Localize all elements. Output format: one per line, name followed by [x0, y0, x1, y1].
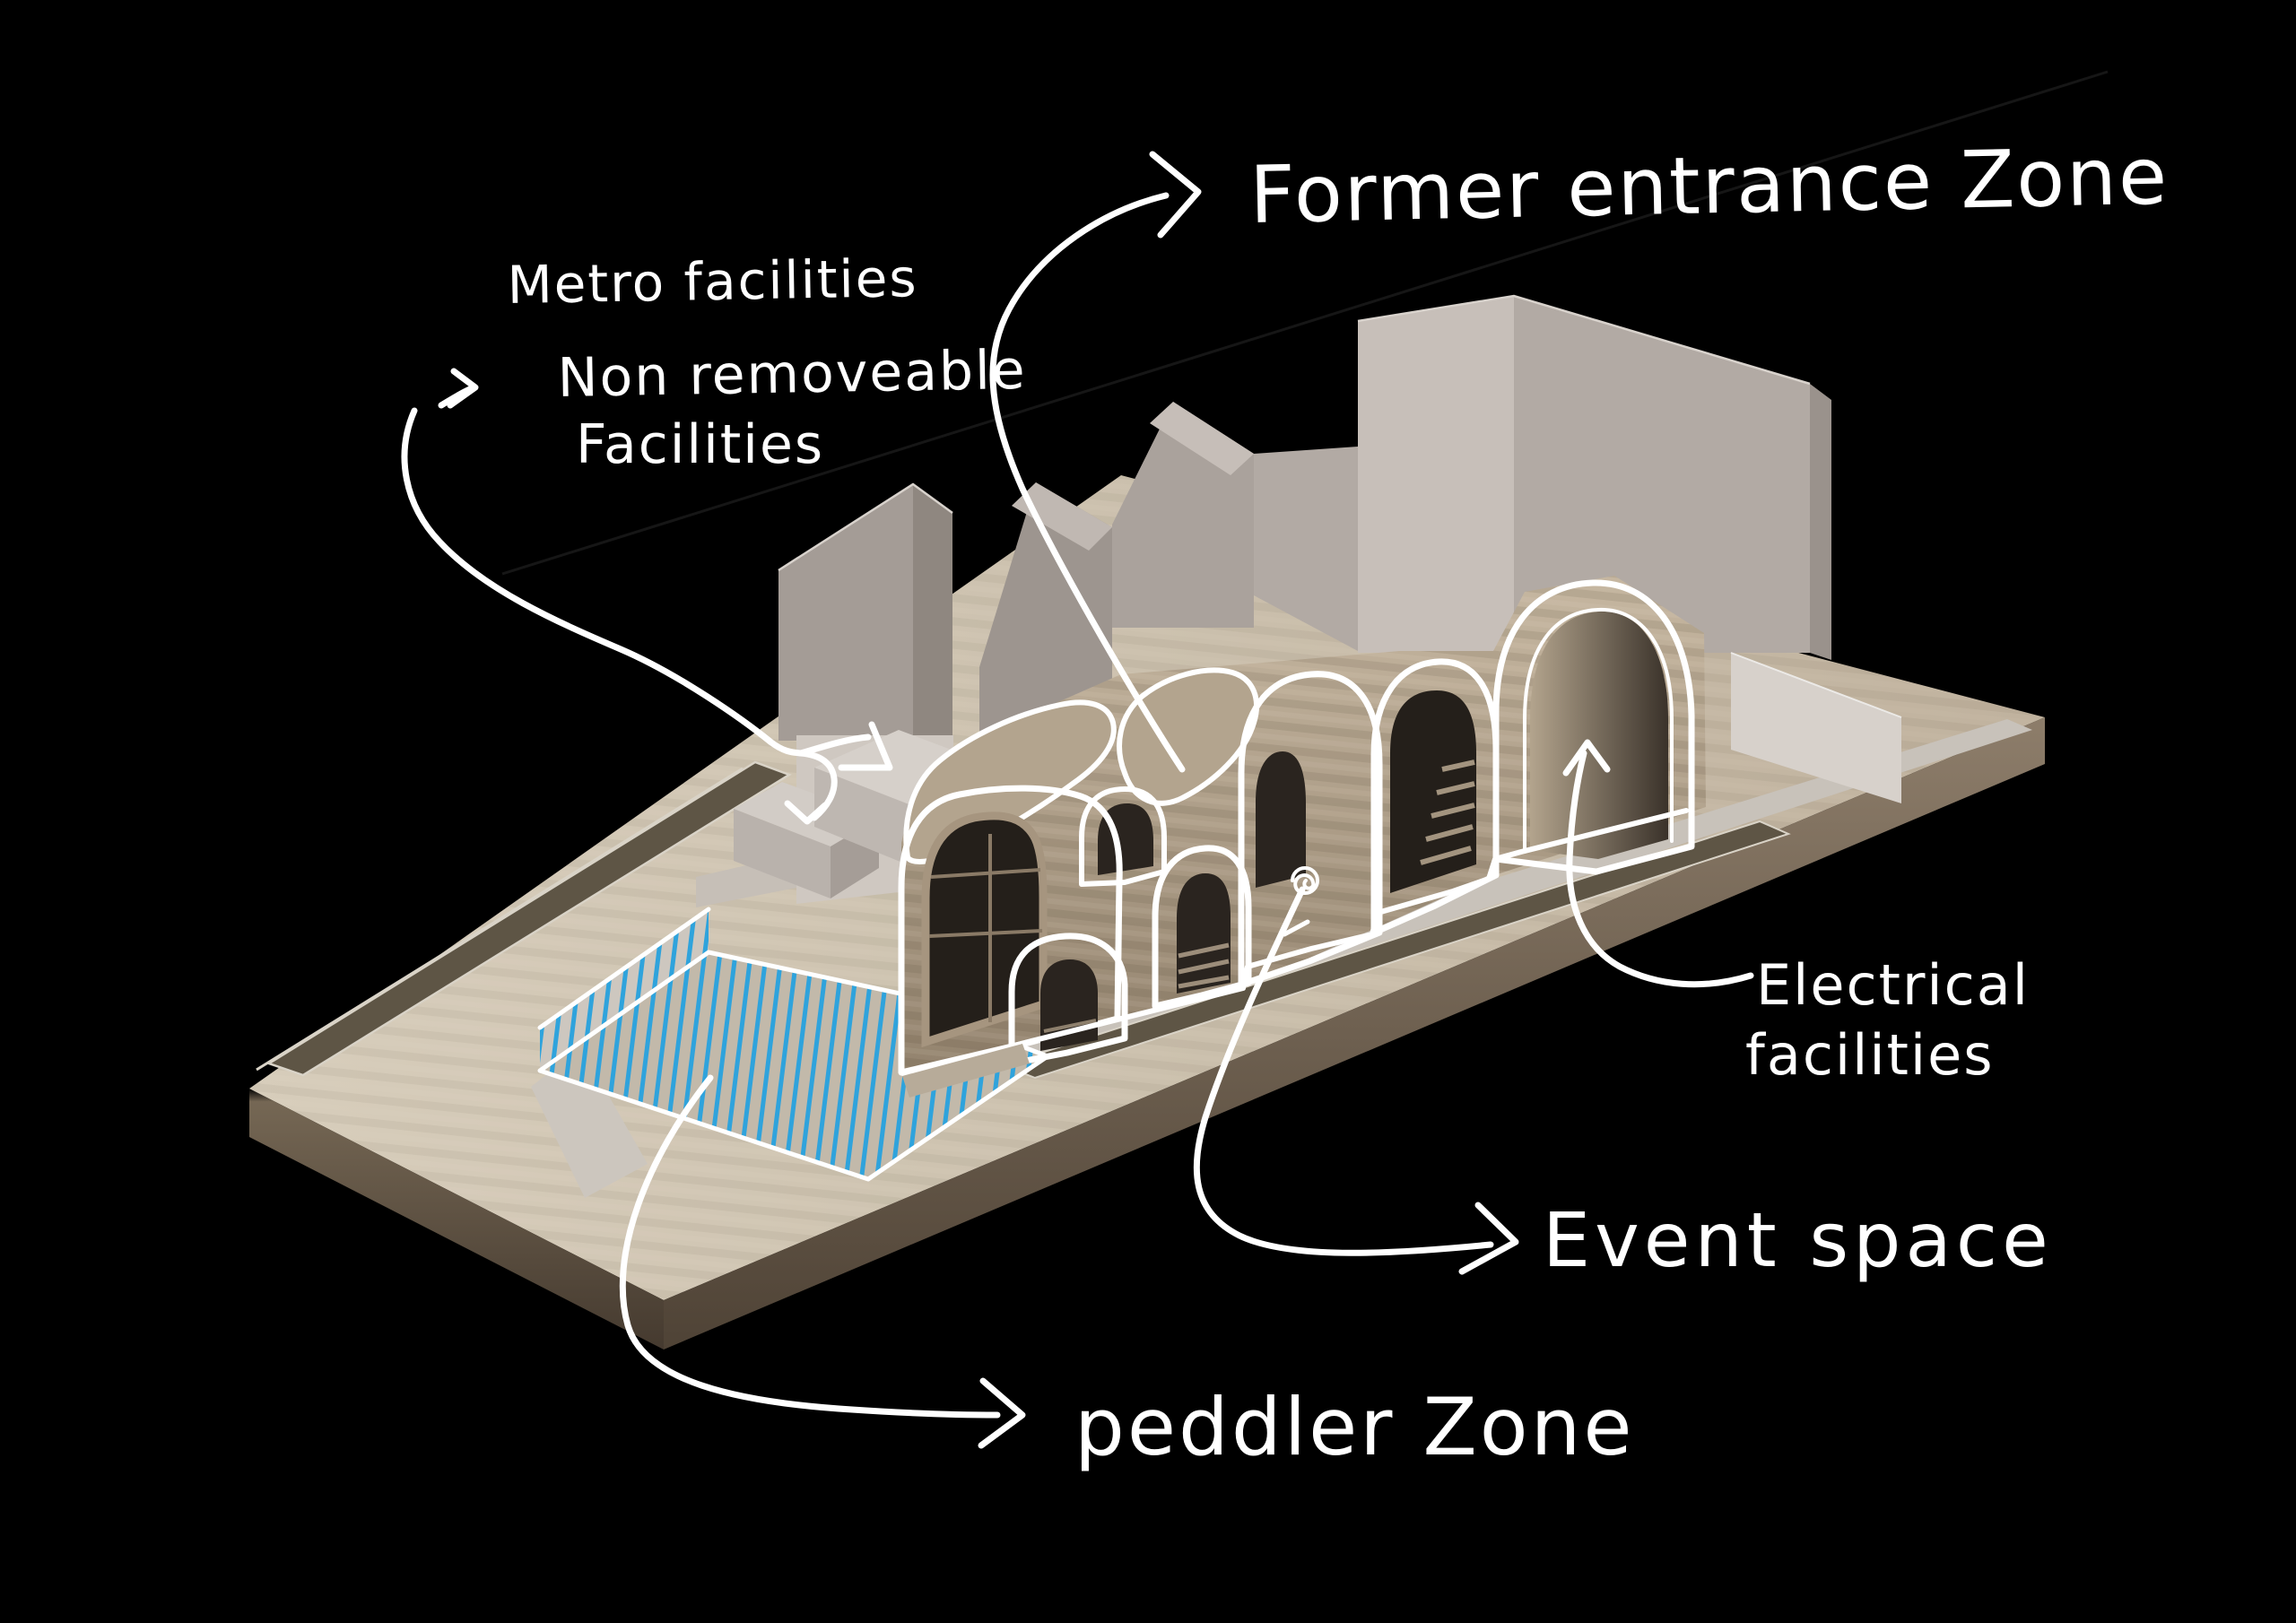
horizon-line [501, 70, 2109, 576]
label-former-entrance-zone: Former entrance Zone [1248, 130, 2170, 241]
label-peddler-zone: peddler Zone [1074, 1381, 1635, 1473]
blue-step-edge [537, 907, 711, 1030]
electrical-line2: facilities [1745, 1022, 1995, 1088]
track-strips [256, 760, 792, 1077]
massing-left-front [778, 484, 913, 741]
big-block-ridge [1357, 294, 1811, 386]
rail-line [256, 767, 744, 1072]
arrow-electrical [1562, 739, 1754, 988]
metro-line1: Metro facilities [507, 247, 918, 316]
arrow-metro-leader [401, 407, 893, 825]
vault-stairs [1370, 658, 1500, 936]
massing-left-side [913, 484, 952, 741]
metro-line3: Facilities [576, 413, 824, 476]
vault-electrical-interior [1530, 611, 1668, 859]
window-glass [921, 812, 1048, 1048]
vault-small-centre [1152, 845, 1252, 1010]
massing-roof-plane [1254, 447, 1358, 651]
vault-electrical-inner-outline [1523, 607, 1674, 854]
massing-left-topline [778, 482, 953, 572]
ramp-wedge [531, 1047, 648, 1198]
label-event-space: Event space [1543, 1196, 2053, 1284]
staircase [1420, 759, 1475, 865]
vault-middle [1238, 671, 1383, 988]
building-base-sketchline [901, 808, 1689, 1077]
massing-mid1-top [1012, 482, 1112, 551]
big-block-right-face [1514, 296, 1810, 653]
arrow-peddler-zone [619, 1074, 1026, 1449]
arrow-metro-small [438, 368, 479, 409]
lower-wall-right [1731, 653, 1901, 803]
big-block-left-face [1358, 296, 1514, 653]
labels: Metro facilities Non removeable Faciliti… [507, 130, 2170, 1473]
window-mullions [928, 834, 1043, 1022]
arrow-former-entrance [989, 151, 1202, 773]
lower-wall-topline [1730, 652, 1902, 718]
leader-tick [1282, 919, 1310, 937]
metro-line2: Non removeable [557, 339, 1027, 410]
arrow-event-space [1193, 866, 1519, 1275]
platform-front-right-face [664, 717, 2045, 1350]
massing-mid2-top [1150, 402, 1254, 475]
entry-step [902, 1044, 1030, 1098]
vaulted-building [898, 576, 1706, 1098]
big-block-side-sliver [1810, 384, 1831, 660]
label-metro-facilities: Metro facilities Non removeable Faciliti… [507, 247, 1027, 476]
electrical-line1: Electrical [1756, 952, 2030, 1018]
label-electrical-facilities: Electrical facilities [1745, 952, 2030, 1088]
blue-step-face-hatch [540, 909, 709, 1071]
spiral-marker [1291, 866, 1319, 896]
vault-electrical [1492, 579, 1695, 875]
platform-front-left-face [249, 1089, 664, 1350]
annotation-arrows [401, 151, 1754, 1449]
